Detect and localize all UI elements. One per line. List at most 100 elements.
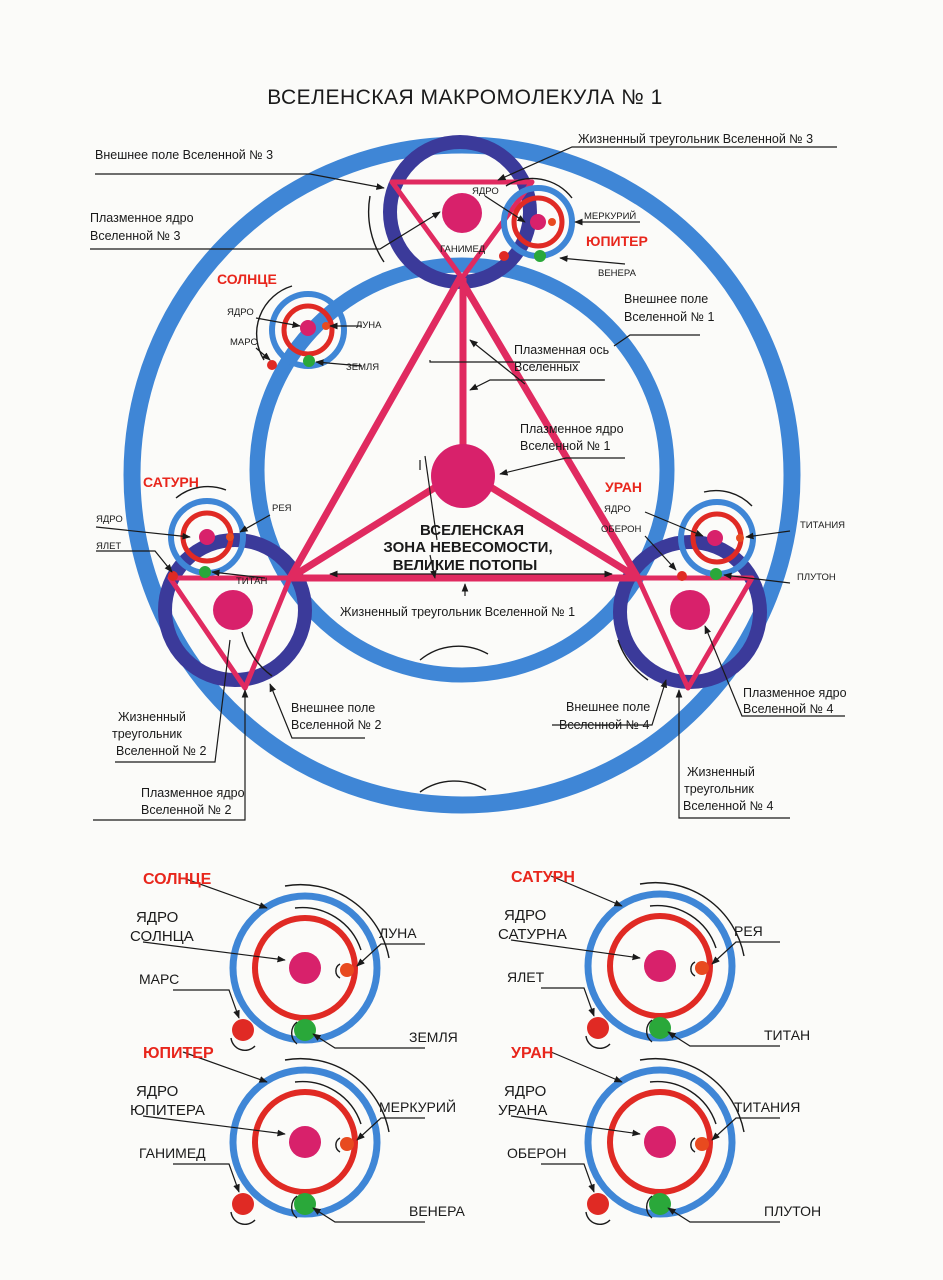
- leader-line: [173, 989, 240, 1019]
- system-1: [142, 877, 425, 1052]
- label-uranus-small: УРАН: [605, 479, 642, 495]
- label-life-triangle-4-1: Жизненный: [687, 765, 755, 779]
- system-left-planet: [587, 1193, 609, 1215]
- system-left-planet: [587, 1017, 609, 1039]
- rotation-arc: [284, 883, 390, 959]
- label-outer-field-2-1: Внешнее поле: [291, 701, 375, 715]
- label-outer-field-4-1: Внешнее поле: [566, 700, 650, 714]
- system-core-label-1: ЯДРО: [136, 909, 178, 926]
- label-ganymede-small: ГАНИМЕД: [440, 244, 486, 255]
- leader-line: [541, 987, 595, 1017]
- leader-line: [356, 943, 425, 967]
- life-triangle-1: [286, 274, 642, 582]
- system-right-moon: [695, 1137, 709, 1151]
- rotation-arc: [585, 1211, 611, 1226]
- system-core-label-2: САТУРНА: [498, 926, 567, 943]
- label-plasma-core-2-2: Вселенной № 2: [141, 803, 231, 817]
- rotation-arc: [335, 963, 341, 979]
- label-plasma-core-2-1: Плазменное ядро: [141, 786, 245, 800]
- system-right-moon: [695, 961, 709, 975]
- leader-line: [356, 1117, 425, 1141]
- plasma-core-4: [670, 590, 710, 630]
- label-life-triangle-3: Жизненный треугольник Вселенной № 3: [578, 132, 813, 146]
- rotation-arc: [294, 1080, 362, 1125]
- leader-line: [182, 877, 268, 909]
- leader-line: [550, 875, 623, 907]
- label-sun-small: СОЛНЦЕ: [217, 271, 277, 287]
- label-rhea-small: РЕЯ: [272, 503, 292, 514]
- rotation-arc: [230, 1037, 256, 1052]
- system-bottom-label: ТИТАН: [764, 1027, 810, 1043]
- system-right-moon: [340, 1137, 354, 1151]
- rotation-arc: [294, 906, 362, 951]
- rotation-arc: [284, 1057, 390, 1133]
- system-name: УРАН: [511, 1045, 553, 1062]
- label-core-sun-small: ЯДРО: [227, 307, 254, 318]
- label-life-triangle-2-3: Вселенной № 2: [116, 744, 206, 758]
- system-bottom-label: ПЛУТОН: [764, 1203, 821, 1219]
- leader-line: [711, 1117, 780, 1141]
- leader-line: [182, 1051, 268, 1083]
- label-life-triangle-4-3: Вселенной № 4: [683, 799, 773, 813]
- system-inner-ring: [607, 1089, 713, 1195]
- rotation-arc: [335, 1137, 341, 1153]
- label-plasma-core-1-1: Плазменное ядро: [520, 422, 624, 436]
- rotation-arc: [639, 881, 745, 957]
- rotation-arc: [649, 904, 717, 949]
- life-triangle-4: [635, 575, 755, 691]
- system-inner-ring: [252, 1089, 358, 1195]
- label-plasma-axis-1: Плазменная ось: [514, 343, 609, 357]
- system-left-planet: [232, 1019, 254, 1041]
- rotation-arc: [291, 1195, 298, 1219]
- life-triangle-3: [389, 179, 535, 281]
- leader-line: [173, 1163, 240, 1193]
- system-3: [142, 1051, 425, 1226]
- life-triangle-2: [167, 575, 293, 691]
- label-plasma-core-1-2: Вселенной № 1: [520, 439, 610, 453]
- label-venus-small: ВЕНЕРА: [598, 268, 637, 279]
- leader-line: [142, 941, 286, 963]
- system-core-label-1: ЯДРО: [504, 907, 546, 924]
- label-outer-field-3: Внешнее поле Вселенной № 3: [95, 148, 273, 162]
- system-name: ЮПИТЕР: [143, 1045, 214, 1062]
- plasma-core-3: [442, 193, 482, 233]
- rotation-arc: [690, 1137, 696, 1153]
- leader-line: [550, 1051, 623, 1083]
- zone-label-2: ЗОНА НЕВЕСОМОСТИ,: [383, 539, 552, 556]
- system-bottom-label: ЗЕМЛЯ: [409, 1029, 458, 1045]
- label-plasma-core-4-2: Вселенной № 4: [743, 702, 833, 716]
- rotation-arc: [649, 1080, 717, 1125]
- label-core-jupiter-small: ЯДРО: [472, 186, 499, 197]
- label-core-saturn-small: ЯДРО: [96, 514, 123, 525]
- label-titan-small: ТИТАН: [236, 576, 267, 587]
- rotation-arc: [646, 1195, 653, 1219]
- system-right-moon: [340, 963, 354, 977]
- zone-label-1: ВСЕЛЕНСКАЯ: [420, 522, 524, 539]
- leader-line: [667, 1031, 780, 1047]
- label-core-uranus-small: ЯДРО: [604, 504, 631, 515]
- leader-line: [510, 939, 641, 961]
- leader-line: [510, 1115, 641, 1137]
- label-outer-field-4-2: Вселенной № 4: [559, 718, 649, 732]
- sun-small: [267, 291, 347, 370]
- system-left-label: ГАНИМЕД: [139, 1145, 206, 1161]
- system-right-label: РЕЯ: [734, 923, 763, 939]
- system-left-label: ОБЕРОН: [507, 1145, 566, 1161]
- system-right-label: МЕРКУРИЙ: [379, 1098, 456, 1115]
- label-mercury-small: МЕРКУРИЙ: [584, 210, 636, 222]
- leader-line: [541, 1163, 595, 1193]
- system-left-planet: [232, 1193, 254, 1215]
- system-name: САТУРН: [511, 869, 575, 886]
- rotation-arcs: [175, 177, 753, 793]
- label-jupiter-small: ЮПИТЕР: [586, 233, 648, 249]
- system-2: [510, 875, 780, 1050]
- system-bottom-planet: [649, 1193, 671, 1215]
- rotation-arc: [291, 1021, 298, 1045]
- label-outer-field-2-2: Вселенной № 2: [291, 718, 381, 732]
- label-plasma-core-3-2: Вселенной № 3: [90, 229, 180, 243]
- leader-line: [711, 941, 780, 965]
- system-bottom-planet: [294, 1019, 316, 1041]
- system-core: [644, 1126, 676, 1158]
